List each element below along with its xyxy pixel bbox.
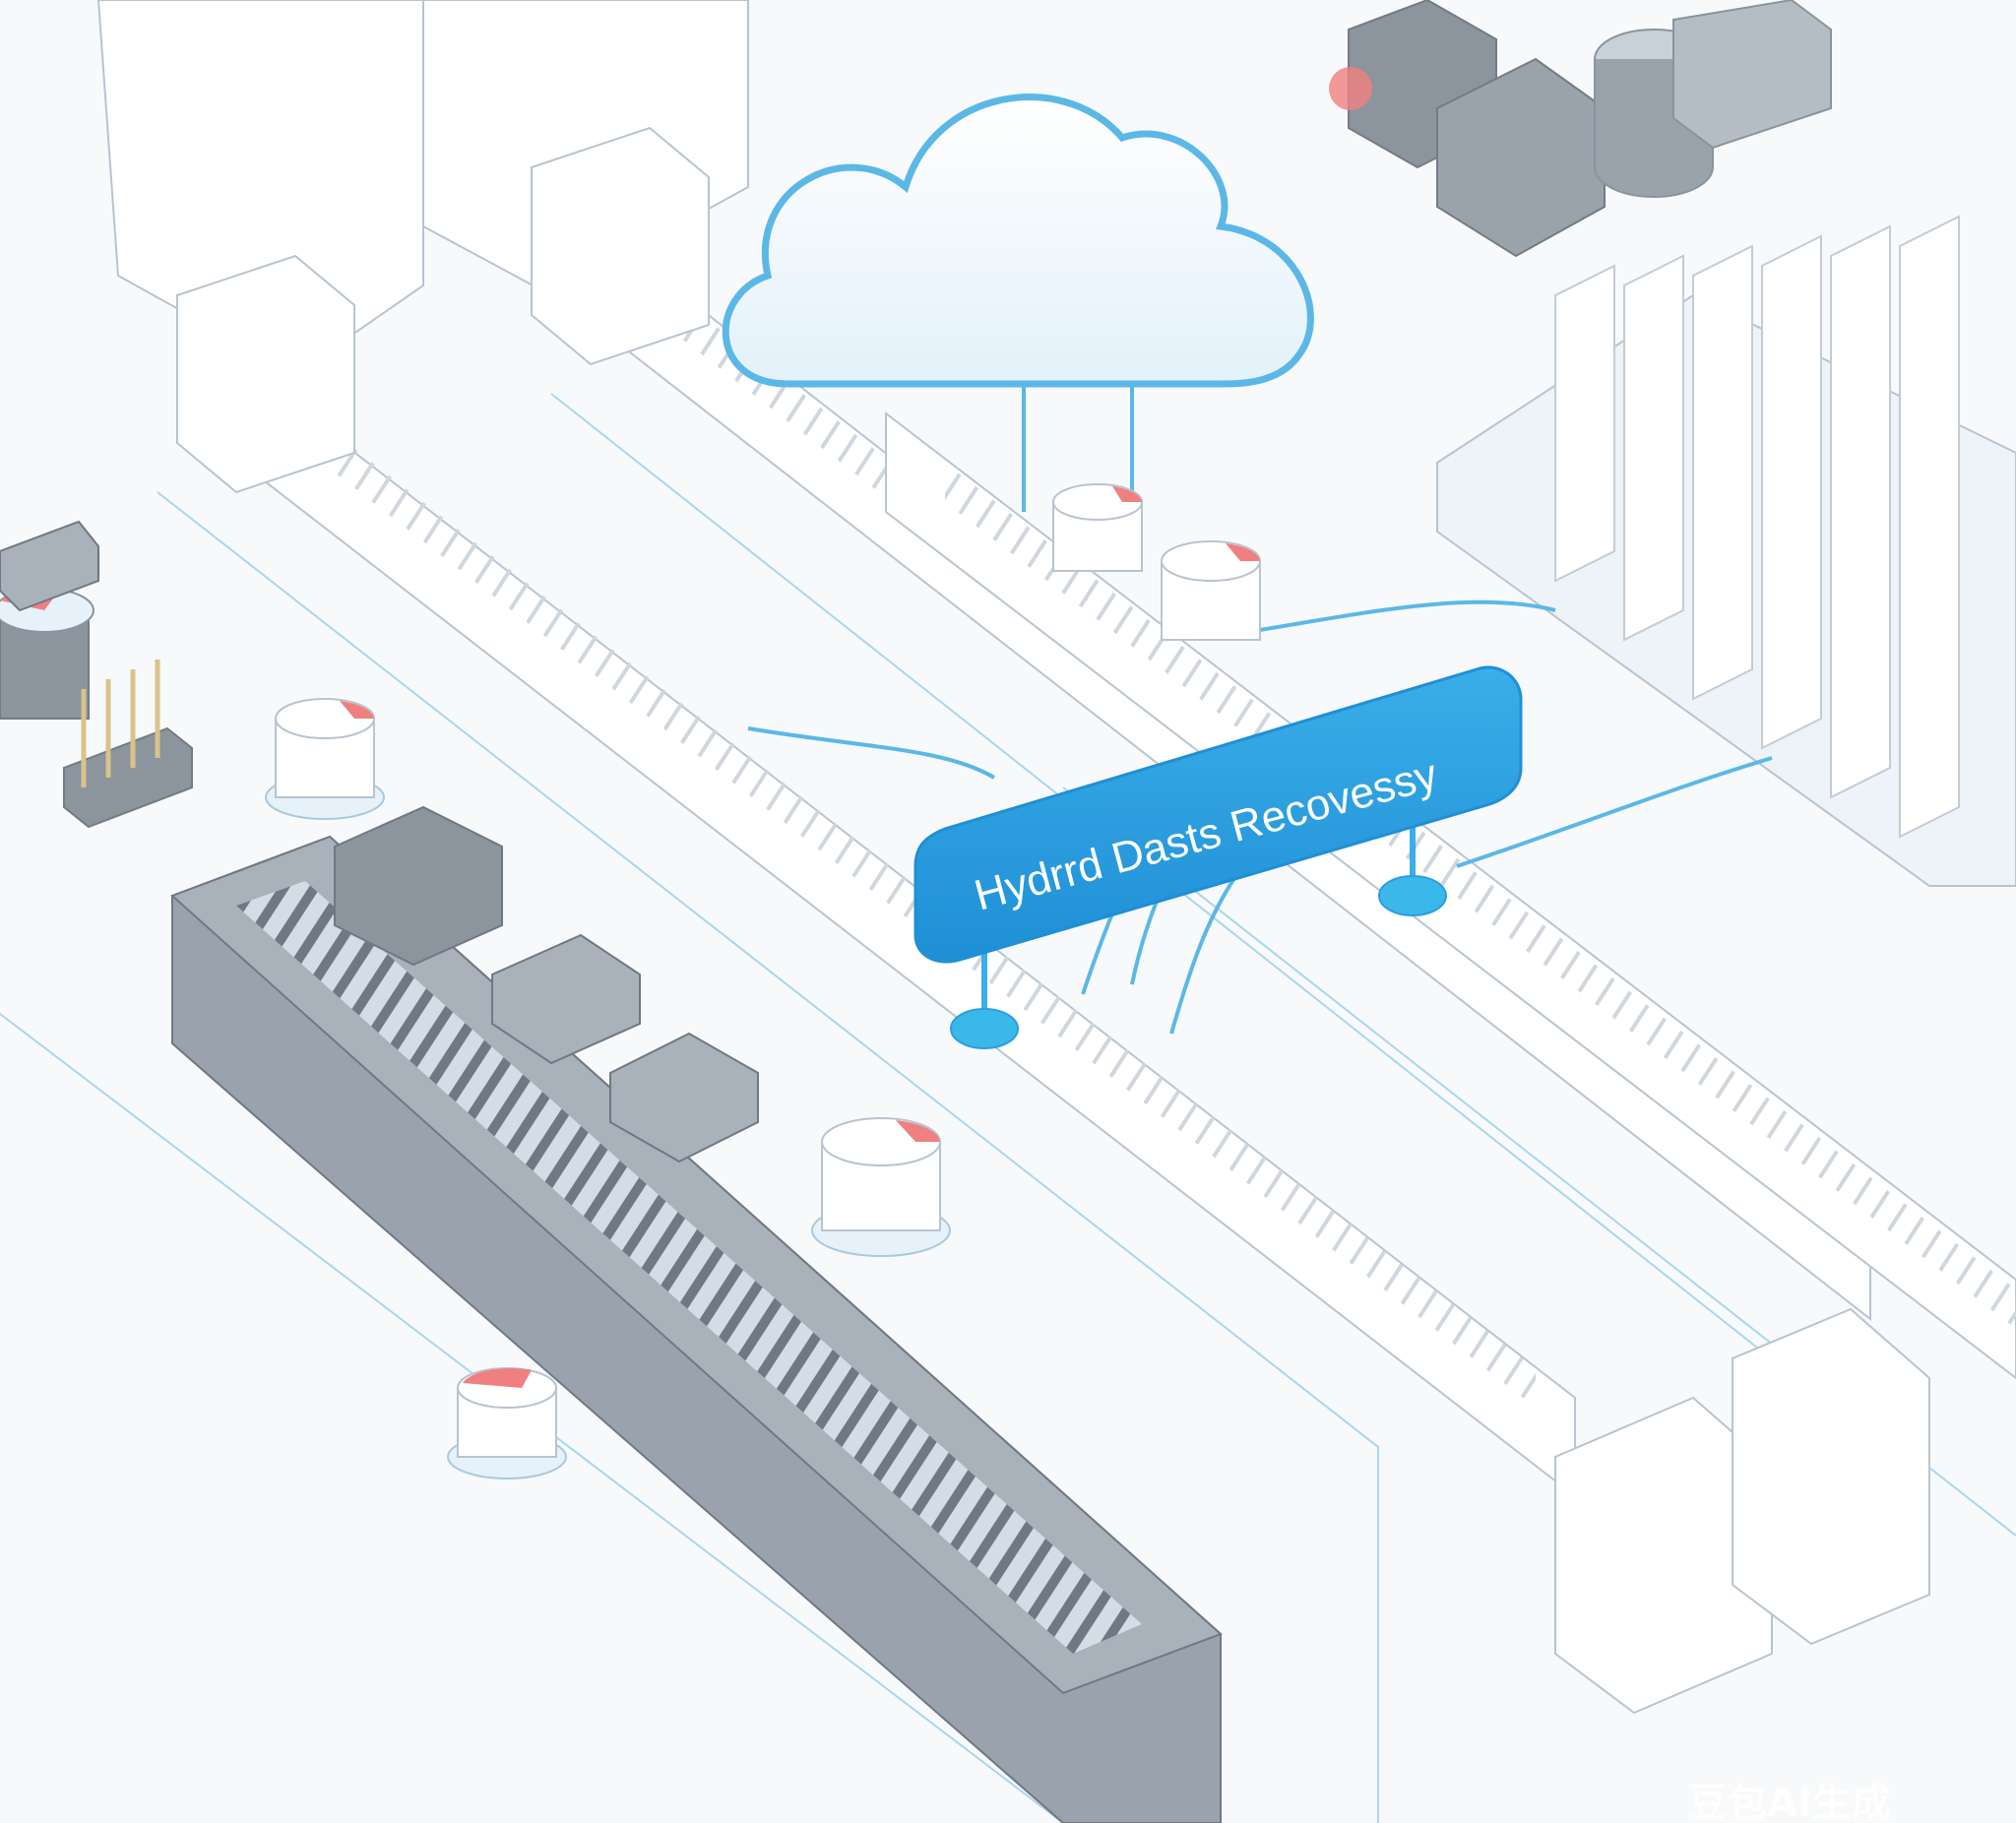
capacitor: [811, 1117, 951, 1257]
capacitor: [1161, 540, 1261, 641]
heatsink: [1436, 215, 2016, 887]
board-traces: [0, 393, 2016, 1823]
cloud-icon: [722, 94, 1314, 512]
pcie-slot: [170, 835, 1223, 1823]
capacitor: [0, 588, 94, 720]
chips: [0, 520, 759, 1163]
slot-latches: [176, 126, 1930, 1715]
capacitors: [0, 483, 1261, 1479]
capacitor: [1052, 483, 1143, 572]
dimm-slot-3: [885, 410, 2016, 1380]
server-drives: [1329, 0, 1832, 258]
capacitor: [447, 1367, 567, 1479]
watermark-text: 豆包AI生成: [1688, 1781, 1891, 1823]
capacitor: [265, 698, 385, 820]
drive-indicator-icon: [1329, 67, 1372, 110]
pin-header: [63, 660, 193, 829]
